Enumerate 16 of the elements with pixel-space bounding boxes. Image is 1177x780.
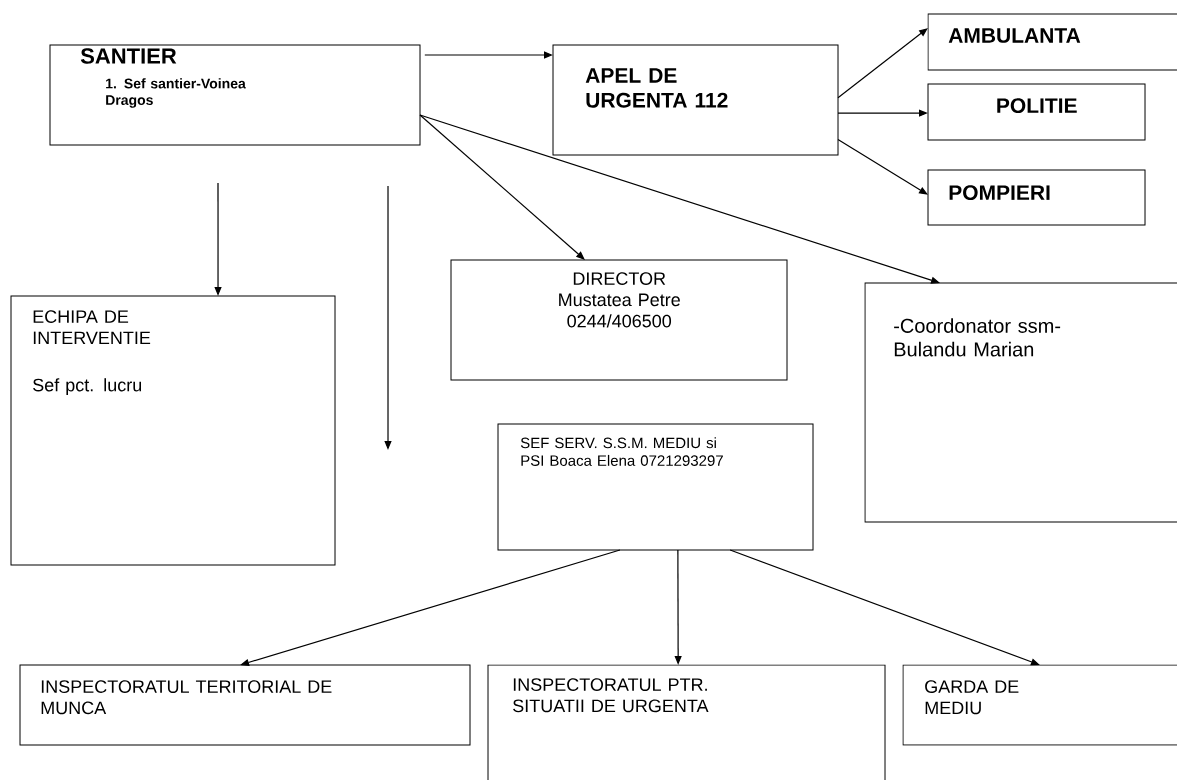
box: INSPECTORATUL TERITORIAL DE MUNCA xyxy=(19,664,471,746)
title-box: SANTIER 1. Sef santier-Voinea Dragos xyxy=(49,44,421,146)
box: GARDA DE MEDIU xyxy=(902,664,1177,746)
box: POMPIERI xyxy=(927,169,1146,226)
box: INSPECTORATUL PTR. SITUATII DE URGENTA xyxy=(487,664,886,780)
arrow xyxy=(837,139,928,195)
box: SEF SERV. S.S.M. MEDIU si PSI Boaca Elena 0721293297 xyxy=(497,423,814,551)
arrow xyxy=(419,114,940,284)
arrow xyxy=(419,114,585,260)
box: DIRECTOR Mustatea Petre 0244/406500 xyxy=(450,259,788,381)
box: POLITIE xyxy=(927,83,1146,141)
box: ECHIPA DE INTERVENTIE Sef pct. lucru xyxy=(10,295,336,566)
box: APEL DE URGENTA 112 xyxy=(552,44,839,156)
box: -Coordonator ssm- Bulandu Marian xyxy=(864,282,1177,523)
arrow xyxy=(837,28,928,99)
box: AMBULANTA xyxy=(927,13,1177,71)
